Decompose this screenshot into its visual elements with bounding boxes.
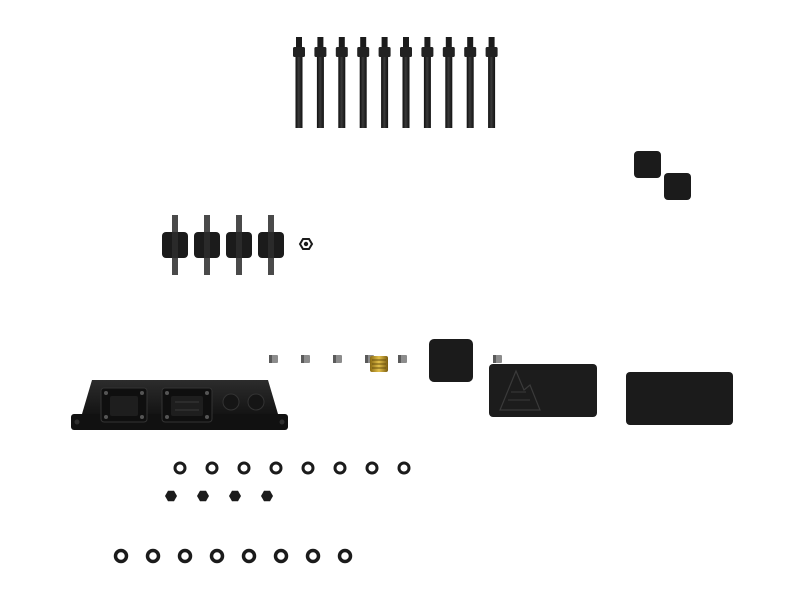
o-ring-icon [145, 548, 161, 564]
square-cover-block-icon [429, 339, 473, 382]
o-ring-icon [113, 548, 129, 564]
flat-washer-icon [301, 461, 315, 475]
enclosure-lid-with-logo-icon [489, 364, 597, 417]
o-ring-icon [177, 548, 193, 564]
square-rubber-pad-icon [664, 173, 691, 200]
long-standoff-screw-icon [400, 37, 412, 128]
hex-nut-icon [261, 490, 273, 502]
grommet-standoff-icon [194, 215, 220, 275]
flat-washer-icon [365, 461, 379, 475]
long-standoff-screw-icon [293, 37, 305, 128]
flat-washer-icon [269, 461, 283, 475]
connector-port-icon [161, 387, 213, 423]
o-ring-icon [209, 548, 225, 564]
long-standoff-screw-icon [421, 37, 434, 128]
small-clip-icon [333, 355, 342, 363]
hex-nut-icon [197, 490, 209, 502]
hex-nut-icon [165, 490, 177, 502]
long-standoff-screw-icon [314, 37, 327, 128]
long-standoff-screw-icon [464, 37, 477, 128]
enclosure-lid-plain-icon [626, 372, 733, 425]
flat-washer-icon [237, 461, 251, 475]
small-clip-icon [301, 355, 310, 363]
small-clip-icon [493, 355, 502, 363]
controller-enclosure-with-connectors-icon [71, 380, 288, 430]
square-pad-group [634, 151, 691, 200]
long-standoff-group [293, 37, 498, 128]
square-rubber-pad-icon [634, 151, 661, 178]
grommet-standoff-icon [258, 215, 284, 275]
o-ring-icon [273, 548, 289, 564]
grommet-standoff-icon [162, 215, 188, 275]
hex-nut-icon [298, 238, 314, 250]
mount-hole-icon [74, 419, 80, 425]
hex-nut-icon [229, 490, 241, 502]
long-standoff-screw-icon [378, 37, 391, 128]
mount-hole-icon [279, 419, 285, 425]
small-clip-icon [398, 355, 407, 363]
flat-washer-icon [333, 461, 347, 475]
small-clip-icon [269, 355, 278, 363]
flat-washer-icon [397, 461, 411, 475]
o-ring-icon [241, 548, 257, 564]
round-port-icon [247, 393, 265, 411]
flat-washer-icon [173, 461, 187, 475]
round-port-icon [222, 393, 240, 411]
brass-threaded-insert-icon [370, 356, 388, 372]
long-standoff-screw-icon [485, 37, 498, 128]
o-ring-icon [337, 548, 353, 564]
flat-washer-icon [205, 461, 219, 475]
o-ring-group [113, 548, 353, 564]
long-standoff-screw-icon [335, 37, 348, 128]
grommet-standoff-group [162, 215, 284, 275]
hex-nut-group [165, 490, 273, 502]
o-ring-icon [305, 548, 321, 564]
connector-port-icon [100, 387, 148, 423]
long-standoff-screw-icon [357, 37, 370, 128]
grommet-standoff-icon [226, 215, 252, 275]
flat-washer-group [173, 461, 411, 475]
long-standoff-screw-icon [442, 37, 455, 128]
